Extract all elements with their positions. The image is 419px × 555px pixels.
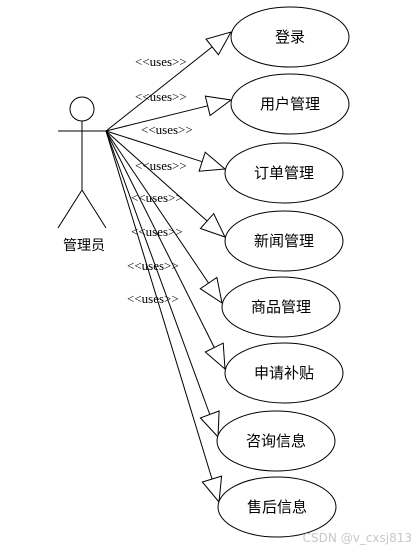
use-case-product-management: 商品管理 bbox=[221, 276, 341, 338]
uses-label: <<uses>> bbox=[127, 258, 179, 273]
uses-label: <<uses>> bbox=[135, 54, 187, 69]
open-triangle-arrowhead bbox=[205, 31, 233, 56]
association-lines bbox=[105, 31, 233, 504]
use-case-ellipse bbox=[217, 476, 337, 538]
open-triangle-arrowhead bbox=[204, 95, 233, 117]
open-triangle-arrowhead bbox=[201, 475, 223, 504]
use-case-label: 售后信息 bbox=[247, 498, 307, 516]
open-triangle-arrowhead bbox=[198, 151, 227, 172]
use-case-ellipse bbox=[230, 6, 350, 68]
uses-labels: <<uses>> <<uses>> <<uses>> <<uses>> <<uses>>… bbox=[127, 54, 193, 306]
uses-label: <<uses>> bbox=[131, 224, 183, 239]
use-case-after-sales-info: 售后信息 bbox=[217, 476, 337, 538]
use-case-user-management: 用户管理 bbox=[230, 73, 350, 135]
use-case-label: 咨询信息 bbox=[246, 432, 306, 450]
association-line bbox=[105, 46, 213, 132]
use-case-label: 新闻管理 bbox=[254, 232, 314, 250]
use-case-label: 商品管理 bbox=[251, 298, 311, 316]
actor-right-leg bbox=[81, 189, 107, 229]
use-cases: 登录 用户管理 订单管理 新闻管理 商品管理 申请补贴 咨询信息 售后信息 bbox=[216, 6, 350, 538]
use-case-label: 用户管理 bbox=[260, 95, 320, 113]
association-line bbox=[105, 130, 208, 222]
association-line bbox=[105, 130, 211, 415]
actor-figure bbox=[57, 96, 107, 229]
association-line bbox=[105, 130, 210, 284]
use-case-order-management: 订单管理 bbox=[224, 142, 344, 204]
open-triangle-arrowhead bbox=[199, 212, 226, 238]
association-line bbox=[105, 130, 203, 163]
use-case-label: 登录 bbox=[275, 28, 305, 46]
use-case-consult-info: 咨询信息 bbox=[216, 410, 336, 472]
actor-left-leg bbox=[57, 189, 83, 229]
use-case-ellipse bbox=[224, 342, 344, 404]
use-case-login: 登录 bbox=[230, 6, 350, 68]
association-line bbox=[105, 130, 213, 480]
use-case-label: 订单管理 bbox=[254, 164, 314, 182]
open-triangle-arrowhead bbox=[204, 342, 226, 371]
uses-label: <<uses>> bbox=[131, 190, 183, 205]
association-line bbox=[105, 105, 208, 132]
use-case-ellipse bbox=[221, 276, 341, 338]
use-case-ellipse bbox=[230, 73, 350, 135]
open-triangle-arrowhead bbox=[199, 410, 220, 439]
use-case-label: 申请补贴 bbox=[254, 364, 314, 382]
uses-label: <<uses>> bbox=[141, 122, 193, 137]
use-case-apply-subsidy: 申请补贴 bbox=[224, 342, 344, 404]
open-triangle-arrowhead bbox=[199, 276, 223, 305]
watermark: CSDN @v_cxsj813 bbox=[303, 531, 412, 545]
actor-label: 管理员 bbox=[63, 238, 105, 254]
actor-head bbox=[69, 96, 95, 122]
association-line bbox=[105, 130, 215, 348]
use-case-ellipse bbox=[216, 410, 336, 472]
uses-label: <<uses>> bbox=[135, 89, 187, 104]
use-case-ellipse bbox=[224, 210, 344, 272]
use-case-news-management: 新闻管理 bbox=[224, 210, 344, 272]
uses-label: <<uses>> bbox=[127, 291, 179, 306]
uses-label: <<uses>> bbox=[135, 158, 187, 173]
use-case-ellipse bbox=[224, 142, 344, 204]
